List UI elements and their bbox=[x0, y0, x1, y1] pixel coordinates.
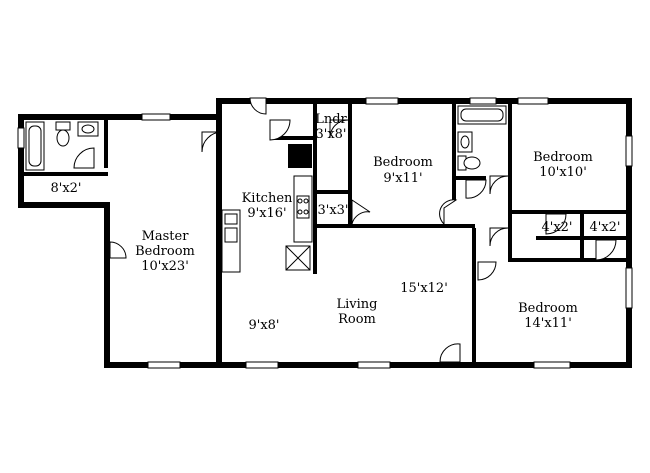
master-name1: Master bbox=[142, 229, 190, 244]
kitchen-name: Kitchen bbox=[242, 191, 293, 206]
master-size: 10'x23' bbox=[141, 259, 189, 274]
toilet-left bbox=[55, 121, 71, 131]
door-master-closet bbox=[109, 241, 127, 259]
door-bath-left bbox=[73, 147, 95, 169]
laundry-name: Lndr bbox=[315, 112, 347, 127]
door-closet-b bbox=[595, 239, 617, 261]
door-hall bbox=[489, 227, 509, 247]
closet-b-size: 4'x2' bbox=[589, 220, 620, 235]
door-back bbox=[249, 97, 267, 115]
laundry-size: 3'x8' bbox=[315, 127, 346, 142]
master-name2: Bedroom bbox=[135, 244, 195, 259]
living-name1: Living bbox=[337, 297, 378, 312]
bedroom-se-name: Bedroom bbox=[518, 301, 578, 316]
closet-a-size: 4'x2' bbox=[541, 220, 572, 235]
fixtures bbox=[25, 105, 507, 273]
bedroom-se-size: 14'x11' bbox=[524, 316, 572, 331]
closet-master-size: 8'x2' bbox=[50, 181, 81, 196]
door-laundry bbox=[269, 119, 291, 141]
door-pantry bbox=[351, 199, 371, 225]
door-bath2 bbox=[465, 179, 487, 199]
labels: Master Bedroom 10'x23' 8'x2' Lndr 3'x8' … bbox=[50, 112, 620, 333]
door-front bbox=[439, 343, 461, 363]
bedroom-mid-name: Bedroom bbox=[373, 155, 433, 170]
door-master bbox=[201, 131, 223, 153]
door-bedroom-mid-a bbox=[329, 119, 349, 139]
bedroom-mid-size: 9'x11' bbox=[383, 171, 422, 186]
bedroom-ne-size: 10'x10' bbox=[539, 165, 587, 180]
door-bedroom-ne bbox=[489, 175, 509, 195]
kitchen-size: 9'x16' bbox=[247, 206, 286, 221]
living-name2: Room bbox=[338, 312, 376, 327]
door-closet-a bbox=[545, 213, 567, 235]
door-bedroom-se bbox=[477, 261, 497, 281]
pantry-size: 3'x3' bbox=[317, 203, 348, 218]
bedroom-ne-name: Bedroom bbox=[533, 150, 593, 165]
windows bbox=[17, 97, 633, 369]
living-size: 15'x12' bbox=[400, 281, 448, 296]
dining-size: 9'x8' bbox=[248, 318, 279, 333]
interior-walls bbox=[24, 104, 632, 362]
door-bedroom-mid bbox=[439, 199, 458, 226]
doors bbox=[73, 97, 617, 363]
